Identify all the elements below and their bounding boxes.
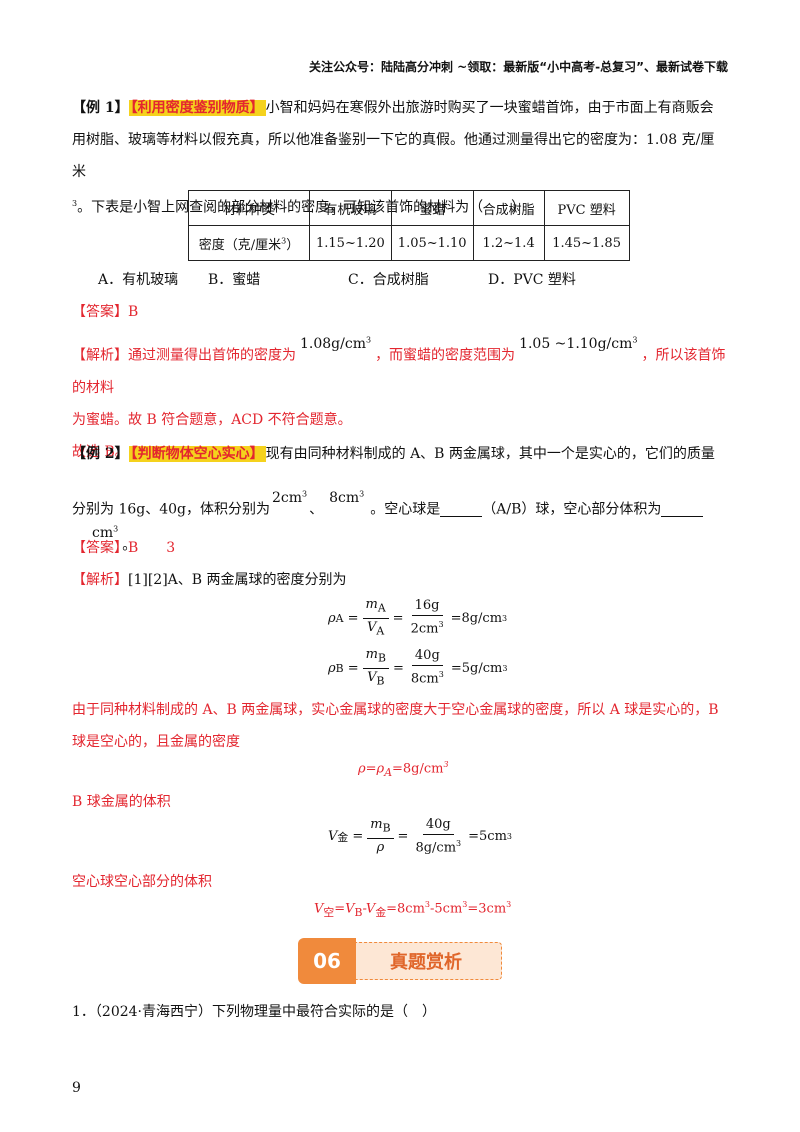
page-number: 9 <box>72 1080 81 1096</box>
table-cell: 1.2~1.4 <box>472 225 545 261</box>
section-banner: 真题赏析 06 <box>298 938 504 984</box>
section-banner-label: 真题赏析 <box>350 942 502 980</box>
example-1-line2: 用树脂、玻璃等材料以假充真，所以他准备鉴别一下它的真假。他通过测量得出它的密度为… <box>72 132 715 180</box>
option-c: C．合成树脂 <box>348 272 429 288</box>
question-1: 1．（2024·青海西宁）下列物理量中最符合实际的是（ ） <box>72 1004 436 1020</box>
option-b: B．蜜蜡 <box>208 272 261 288</box>
table-header-cell: 蜜蜡 <box>390 190 474 226</box>
example-2-reasoning: 由于同种材料制成的 A、B 两金属球，实心金属球的密度大于空心金属球的密度，所以… <box>72 702 719 750</box>
example-2-text: 【例 2】【判断物体空心实心】现有由同种材料制成的 A、B 两金属球，其中一个是… <box>72 438 728 470</box>
table-row-label: 密度（克/厘米3） <box>188 225 310 261</box>
example-1-tag: 【利用密度鉴别物质】 <box>128 100 266 116</box>
example-1-label: 【例 1】 <box>72 100 129 116</box>
table-cell: 1.45~1.85 <box>543 225 630 261</box>
example-2-analysis-intro: 【解析】[1][2]A、B 两金属球的密度分别为 <box>72 572 347 588</box>
page-header: 关注公众号：陆陆高分冲刺 ~领取：最新版“小中高考-总复习”、最新试卷下载 <box>309 60 728 74</box>
example-2-answer: 【答案】B 3 <box>72 540 176 556</box>
formula-rho-metal: ρ=ρA=8g/cm3 <box>358 760 449 779</box>
table-header-cell: 有机玻璃 <box>309 190 392 226</box>
example-2-b-volume-label: B 球金属的体积 <box>72 794 171 810</box>
table-header-row: 材料种类 有机玻璃 蜜蜡 合成树脂 PVC 塑料 <box>188 190 630 226</box>
option-a: A．有机玻璃 <box>98 272 179 288</box>
example-2-label: 【例 2】 <box>72 446 129 462</box>
table-header-cell: 合成树脂 <box>472 190 545 226</box>
section-banner-number: 06 <box>298 938 356 984</box>
formula-hollow-volume: V空=VB-V金=8cm3-5cm3=3cm3 <box>314 900 512 919</box>
example-1-line1: 小智和妈妈在寒假外出旅游时购买了一块蜜蜡首饰，由于市面上有商贩会 <box>265 100 714 116</box>
example-2-line1: 现有由同种材料制成的 A、B 两金属球，其中一个是实心的，它们的质量 <box>265 446 715 462</box>
option-d: D．PVC 塑料 <box>488 272 576 288</box>
table-row: 密度（克/厘米3） 1.15~1.20 1.05~1.10 1.2~1.4 1.… <box>188 225 630 261</box>
table-header-cell: PVC 塑料 <box>543 190 630 226</box>
example-2-hollow-volume-label: 空心球空心部分的体积 <box>72 874 212 890</box>
table-cell: 1.05~1.10 <box>390 225 474 261</box>
answer-blank-1[interactable] <box>440 502 483 518</box>
material-density-table: 材料种类 有机玻璃 蜜蜡 合成树脂 PVC 塑料 密度（克/厘米3） 1.15~… <box>188 190 630 261</box>
example-1-options: A．有机玻璃 B．蜜蜡 C．合成树脂 D．PVC 塑料 <box>72 264 728 296</box>
table-header-cell: 材料种类 <box>188 190 310 226</box>
example-1-analysis: 【解析】通过测量得出首饰的密度为1.08g/cm3，而蜜蜡的密度范围为1.05 … <box>72 335 726 460</box>
example-2-tag: 【判断物体空心实心】 <box>128 446 266 462</box>
example-1-answer: 【答案】B <box>72 304 139 320</box>
answer-blank-2[interactable] <box>661 502 704 518</box>
example-2-line2: 分别为 16g、40g，体积分别为2cm3、8cm3。空心球是（A/B）球，空心… <box>72 489 728 561</box>
table-cell: 1.15~1.20 <box>309 225 392 261</box>
example-1-sup: 3 <box>72 199 78 208</box>
